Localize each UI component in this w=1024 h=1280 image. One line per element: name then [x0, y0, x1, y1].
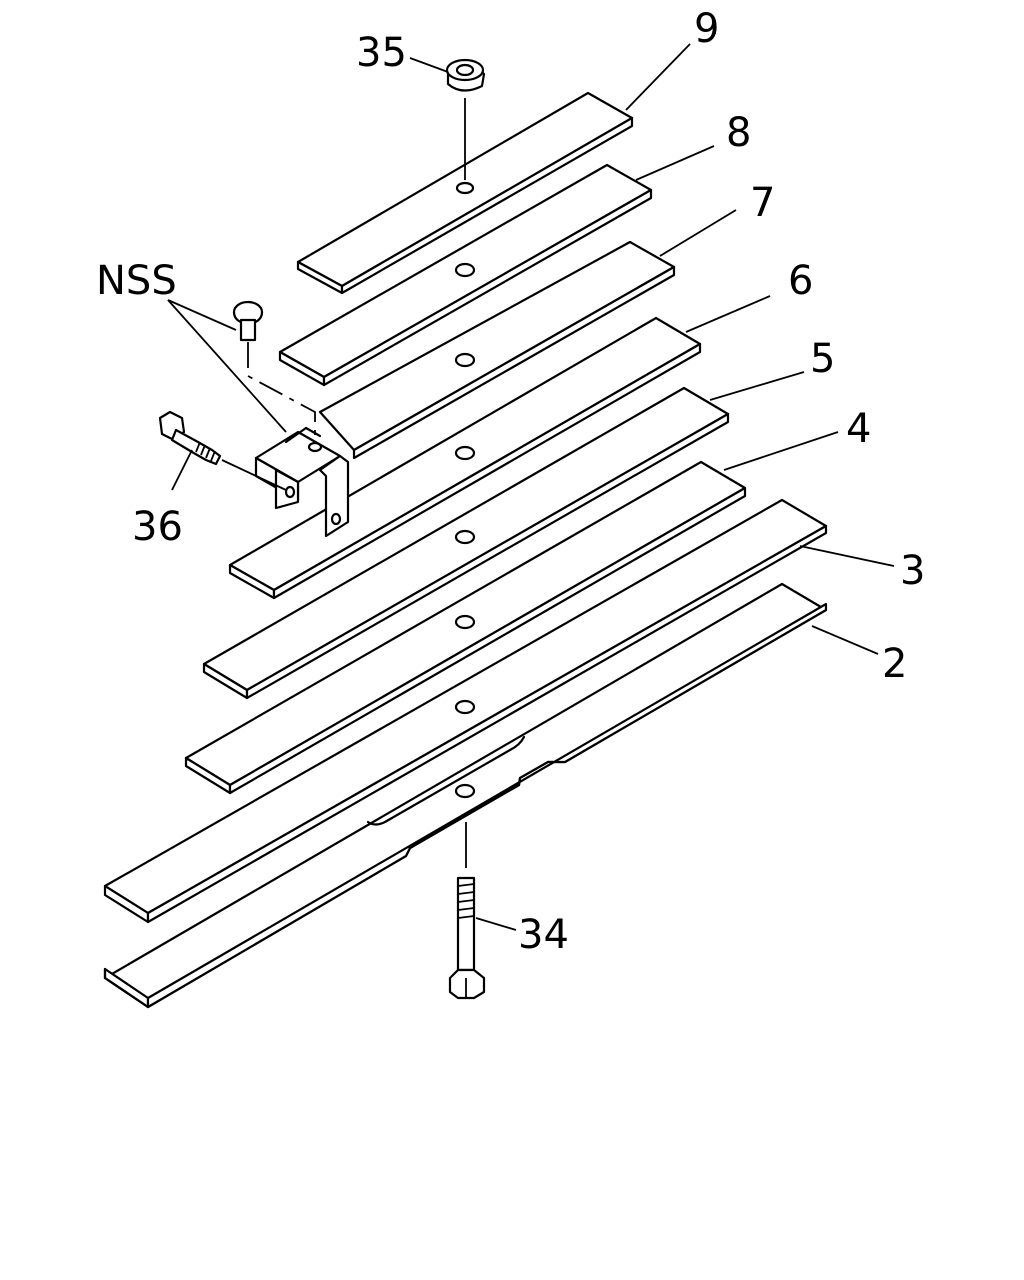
callout-2: 2	[882, 641, 907, 687]
rivet-path-line	[247, 342, 316, 444]
callout-7: 7	[750, 180, 775, 226]
callout-3: 3	[900, 548, 925, 594]
callout-5: 5	[810, 336, 835, 382]
clip-bolt	[158, 410, 287, 491]
leaf-5	[202, 386, 730, 700]
nss-rivet	[232, 300, 264, 342]
center-bolt	[448, 822, 486, 1000]
leaf-8	[278, 163, 653, 387]
callout-9: 9	[694, 6, 719, 52]
callout-6: 6	[788, 258, 813, 304]
leaf-9	[296, 91, 634, 295]
callout-nss: NSS	[96, 258, 177, 304]
callout-8: 8	[726, 110, 751, 156]
callout-35: 35	[356, 30, 407, 76]
callout-4: 4	[846, 406, 871, 452]
leaf-7	[318, 240, 676, 461]
nut	[445, 58, 486, 195]
callout-36: 36	[132, 504, 183, 550]
leader-lines	[167, 43, 895, 931]
leaf-4	[184, 460, 747, 795]
callout-34: 34	[518, 912, 569, 958]
leaf-2	[103, 582, 828, 1009]
rebound-clip	[254, 426, 350, 538]
leaf-3	[103, 498, 828, 924]
